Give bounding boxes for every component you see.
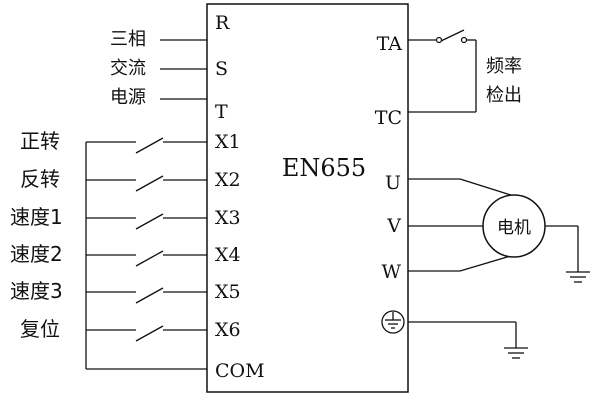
motor-ground-icon [566,271,590,283]
terminal-v: V [386,215,401,237]
terminal-s: S [215,58,228,80]
earth-terminal-icon [381,310,405,334]
power-input-group: 三相 交流 电源 R S T [110,12,230,123]
terminal-ta: TA [377,33,403,55]
relay-switch-arm [440,29,465,42]
inputs-group: 正转 X1 反转 X2 速度1 X3 速度2 X4 速度3 X5 复位 X6 C… [10,129,265,382]
terminal-t: T [215,101,228,123]
terminal-x5: X5 [215,281,241,303]
terminal-x4: X4 [215,244,241,266]
input-switch-x6 [135,325,164,342]
input-switch-x2 [135,175,164,192]
input-label-x2: 反转 [20,167,60,191]
motor-group: U V W 电机 [381,172,590,283]
terminal-tc: TC [375,107,402,129]
relay-label-2: 检出 [486,85,522,106]
terminal-x6: X6 [215,319,241,341]
terminal-x2: X2 [215,169,241,191]
terminal-x3: X3 [215,207,241,229]
device-model: EN655 [282,154,366,182]
input-label-x5: 速度3 [10,279,63,303]
terminal-r: R [215,12,230,34]
input-switch-x1 [135,137,164,154]
motor-wire-w-diag [459,254,515,272]
input-switch-x5 [135,287,164,304]
terminal-x1: X1 [215,131,241,153]
relay-contact-right [460,36,468,44]
power-label-1: 三相 [110,29,146,50]
input-switch-x3 [135,213,164,230]
relay-label-1: 频率 [486,56,522,77]
relay-group: TA TC 频率 检出 [375,29,522,129]
relay-contact-left [435,36,443,44]
power-label-2: 交流 [110,58,146,79]
ground-icon [504,347,528,359]
motor-wire-u-diag [459,178,515,197]
motor-label: 电机 [497,218,531,238]
input-label-x1: 正转 [20,129,60,153]
power-label-3: 电源 [110,87,146,108]
input-label-x4: 速度2 [10,242,63,266]
input-label-x3: 速度1 [10,205,63,229]
input-switch-x4 [135,250,164,267]
terminal-u: U [385,172,401,194]
terminal-com: COM [215,360,265,382]
terminal-w: W [381,261,401,283]
input-label-x6: 复位 [20,317,60,341]
pe-ground-group [381,310,528,359]
inverter-box [206,3,409,393]
